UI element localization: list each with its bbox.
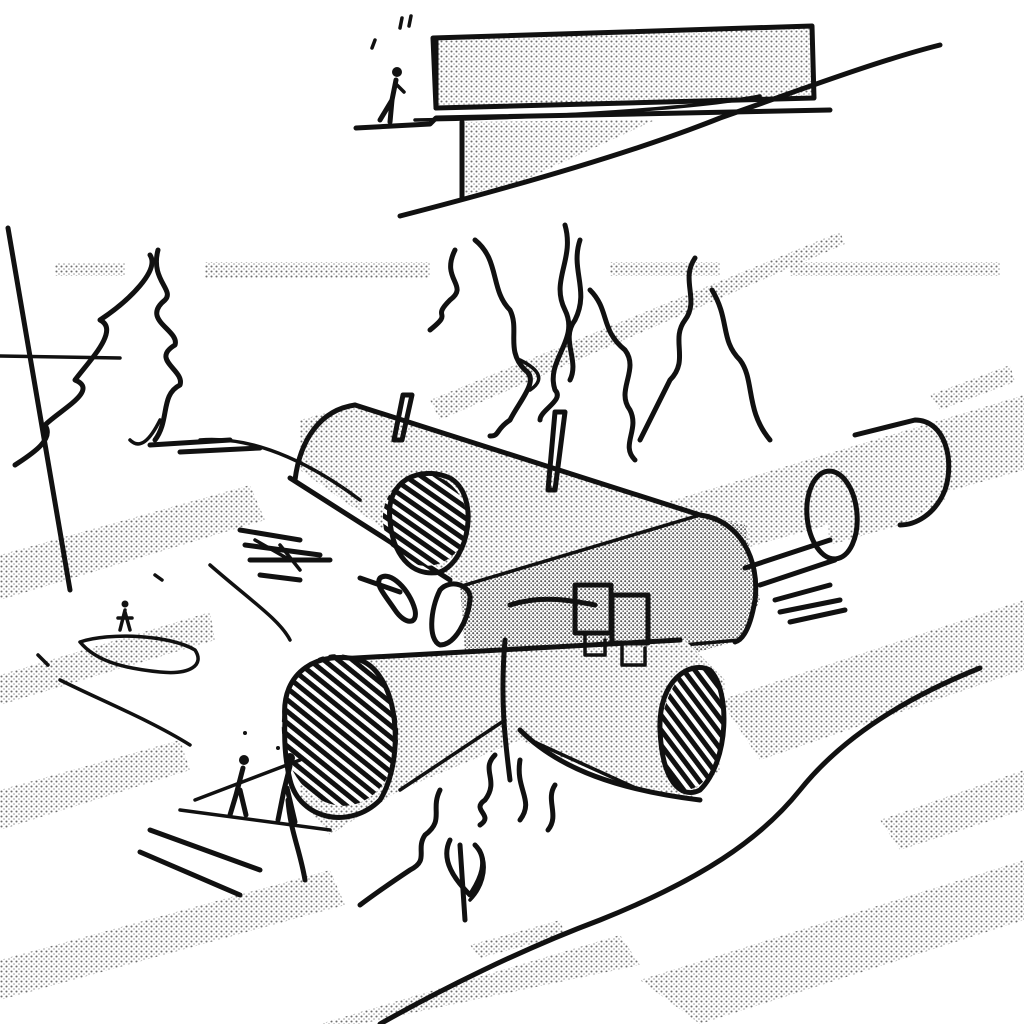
tube-building-complex (198, 392, 952, 883)
lower-left-tunnel-portal (281, 654, 399, 820)
terrace-details (36, 437, 403, 747)
rooftop-boxes (572, 582, 651, 667)
pool-shape (78, 634, 200, 675)
tree-cluster (427, 222, 773, 463)
person-on-cliff-figure (370, 14, 413, 125)
terrain-lines (377, 665, 983, 1024)
people-group (137, 731, 332, 898)
cantilever-section-drawing (353, 14, 943, 219)
left-tree (0, 225, 183, 593)
bottom-trees (357, 752, 558, 923)
upper-tunnel-portal (382, 471, 471, 576)
pool-figure (116, 600, 134, 632)
lower-right-tunnel-portal (657, 665, 727, 795)
